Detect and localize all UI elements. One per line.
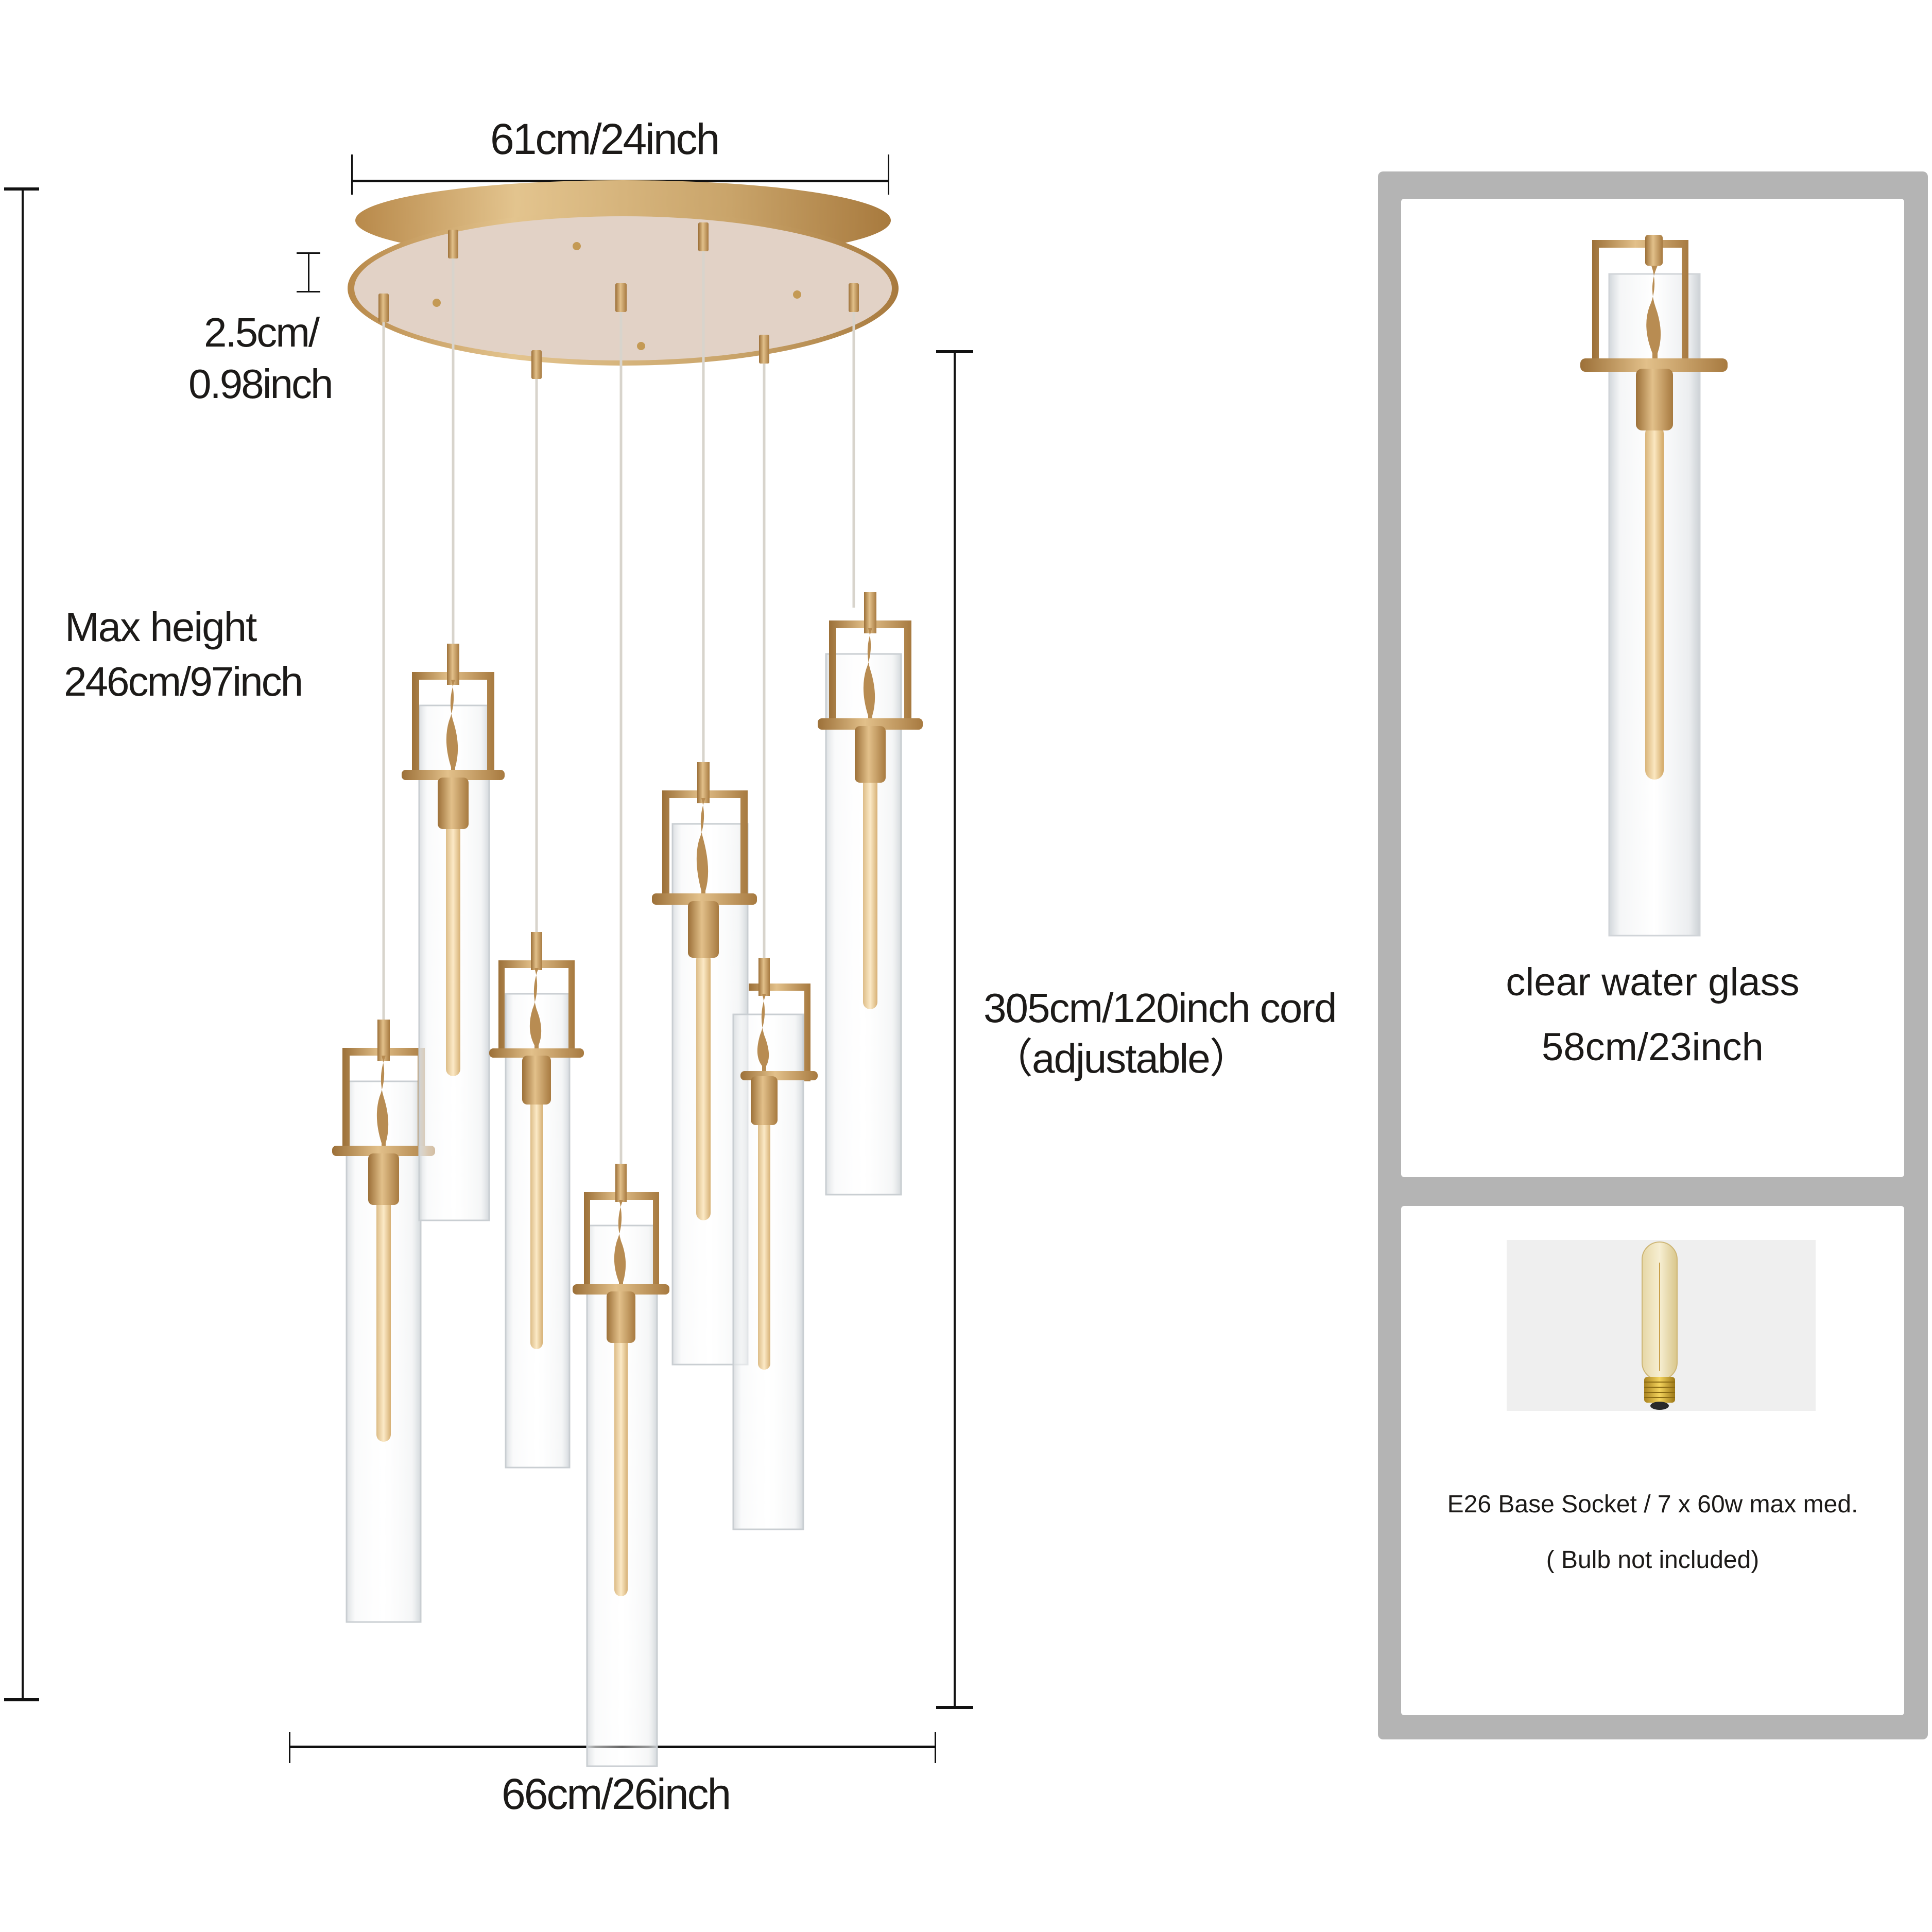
- pendant-6: [732, 958, 818, 1530]
- pendant-3: [489, 932, 584, 1469]
- ceiling-canopy: [348, 180, 899, 379]
- pendant-7: [818, 592, 923, 1196]
- canopy-height-label-line2: 0.98inch: [188, 361, 333, 407]
- shade-material-label: clear water glass: [1506, 960, 1800, 1004]
- max-height-label-line2: 246cm/97inch: [64, 659, 303, 704]
- canopy-diameter-label: 61cm/24inch: [490, 115, 720, 163]
- canopy-height-label-line1: 2.5cm/: [204, 309, 320, 355]
- overall-width-label: 66cm/26inch: [502, 1770, 731, 1818]
- pendant-1: [332, 1020, 435, 1623]
- edison-tube-bulb-icon: [1642, 1241, 1678, 1410]
- pendant-2: [402, 644, 505, 1221]
- socket-spec-label: E26 Base Socket / 7 x 60w max med.: [1447, 1491, 1858, 1518]
- shade-detail-panel: clear water glass 58cm/23inch: [1401, 199, 1904, 1177]
- pendant-4: [573, 1164, 669, 1767]
- cord-length-label-line2: （adjustable）: [992, 1036, 1251, 1081]
- cord-length-label-line1: 305cm/120inch cord: [984, 985, 1337, 1031]
- max-height-label-line1: Max height: [65, 604, 257, 650]
- pendant-cords: [382, 251, 855, 1179]
- shade-size-label: 58cm/23inch: [1542, 1025, 1764, 1069]
- single-pendant-illustration: [1580, 235, 1728, 937]
- bulb-detail-panel: E26 Base Socket / 7 x 60w max med. ( Bul…: [1401, 1206, 1904, 1715]
- bulb-not-included-note: ( Bulb not included): [1546, 1546, 1760, 1574]
